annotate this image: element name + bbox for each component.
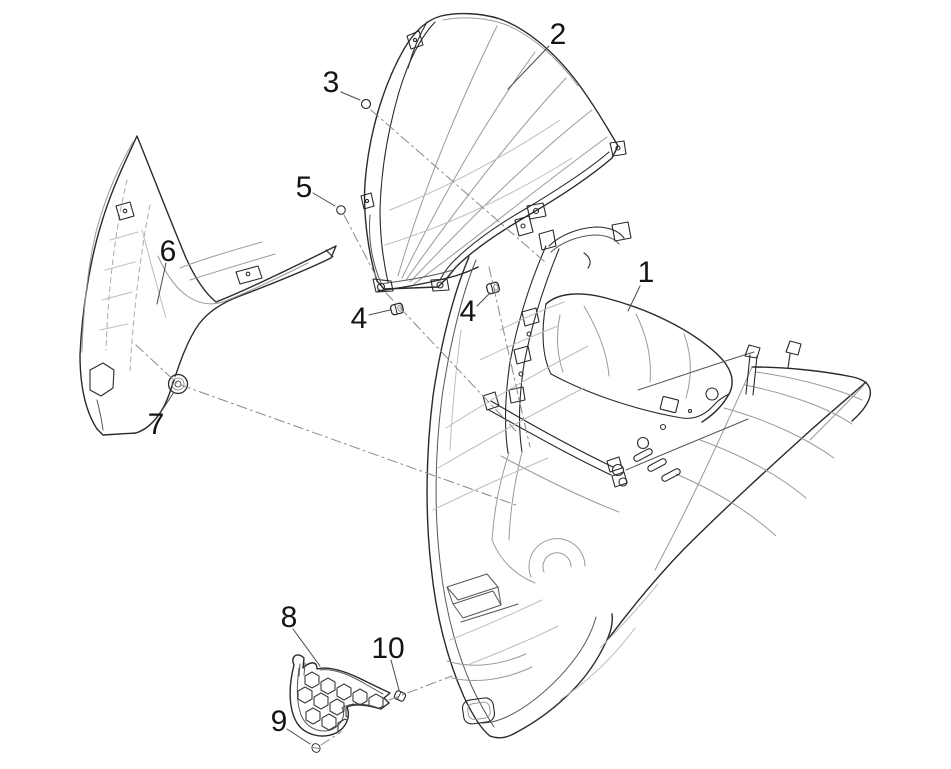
part-6-front-cover	[79, 135, 337, 436]
callout-labels: 1 2 3 4 4 5 6 7 8 9 10	[148, 18, 655, 738]
part-10-clip	[393, 690, 407, 702]
leader-8	[292, 628, 321, 667]
part-4-clip-right	[485, 281, 501, 295]
leader-10	[390, 659, 400, 691]
callout-1[interactable]: 1	[638, 256, 655, 289]
part-9-screw	[311, 743, 321, 753]
callout-7[interactable]: 7	[148, 408, 165, 441]
callout-leader-lines	[156, 45, 641, 745]
leader-6	[156, 262, 167, 305]
part-8-grille	[289, 654, 391, 737]
callout-5[interactable]: 5	[296, 171, 313, 204]
callout-6[interactable]: 6	[160, 235, 177, 268]
callout-8[interactable]: 8	[281, 601, 298, 634]
callout-2[interactable]: 2	[550, 18, 567, 51]
grille-honeycomb-mesh	[297, 671, 384, 736]
part-1-front-shield-assembly	[426, 215, 872, 739]
part-5-screw	[336, 205, 346, 215]
part-7-grommet	[167, 373, 189, 395]
callout-3[interactable]: 3	[323, 66, 340, 99]
leader-2	[507, 45, 550, 90]
callout-4-right[interactable]: 4	[460, 295, 477, 328]
part-4-clip-left	[389, 302, 405, 316]
leader-4b	[476, 292, 491, 307]
part-3-screw	[360, 98, 372, 110]
callout-9[interactable]: 9	[271, 705, 288, 738]
leader-5	[312, 192, 336, 207]
assembly-axis-lines	[135, 109, 546, 746]
leader-1	[627, 285, 641, 312]
leader-9	[286, 728, 311, 745]
leader-4a	[368, 309, 391, 316]
leader-7	[160, 391, 175, 413]
callout-10[interactable]: 10	[371, 632, 404, 665]
callout-4-left[interactable]: 4	[351, 302, 368, 335]
part-2-windscreen	[360, 12, 627, 293]
leader-3	[340, 91, 361, 101]
